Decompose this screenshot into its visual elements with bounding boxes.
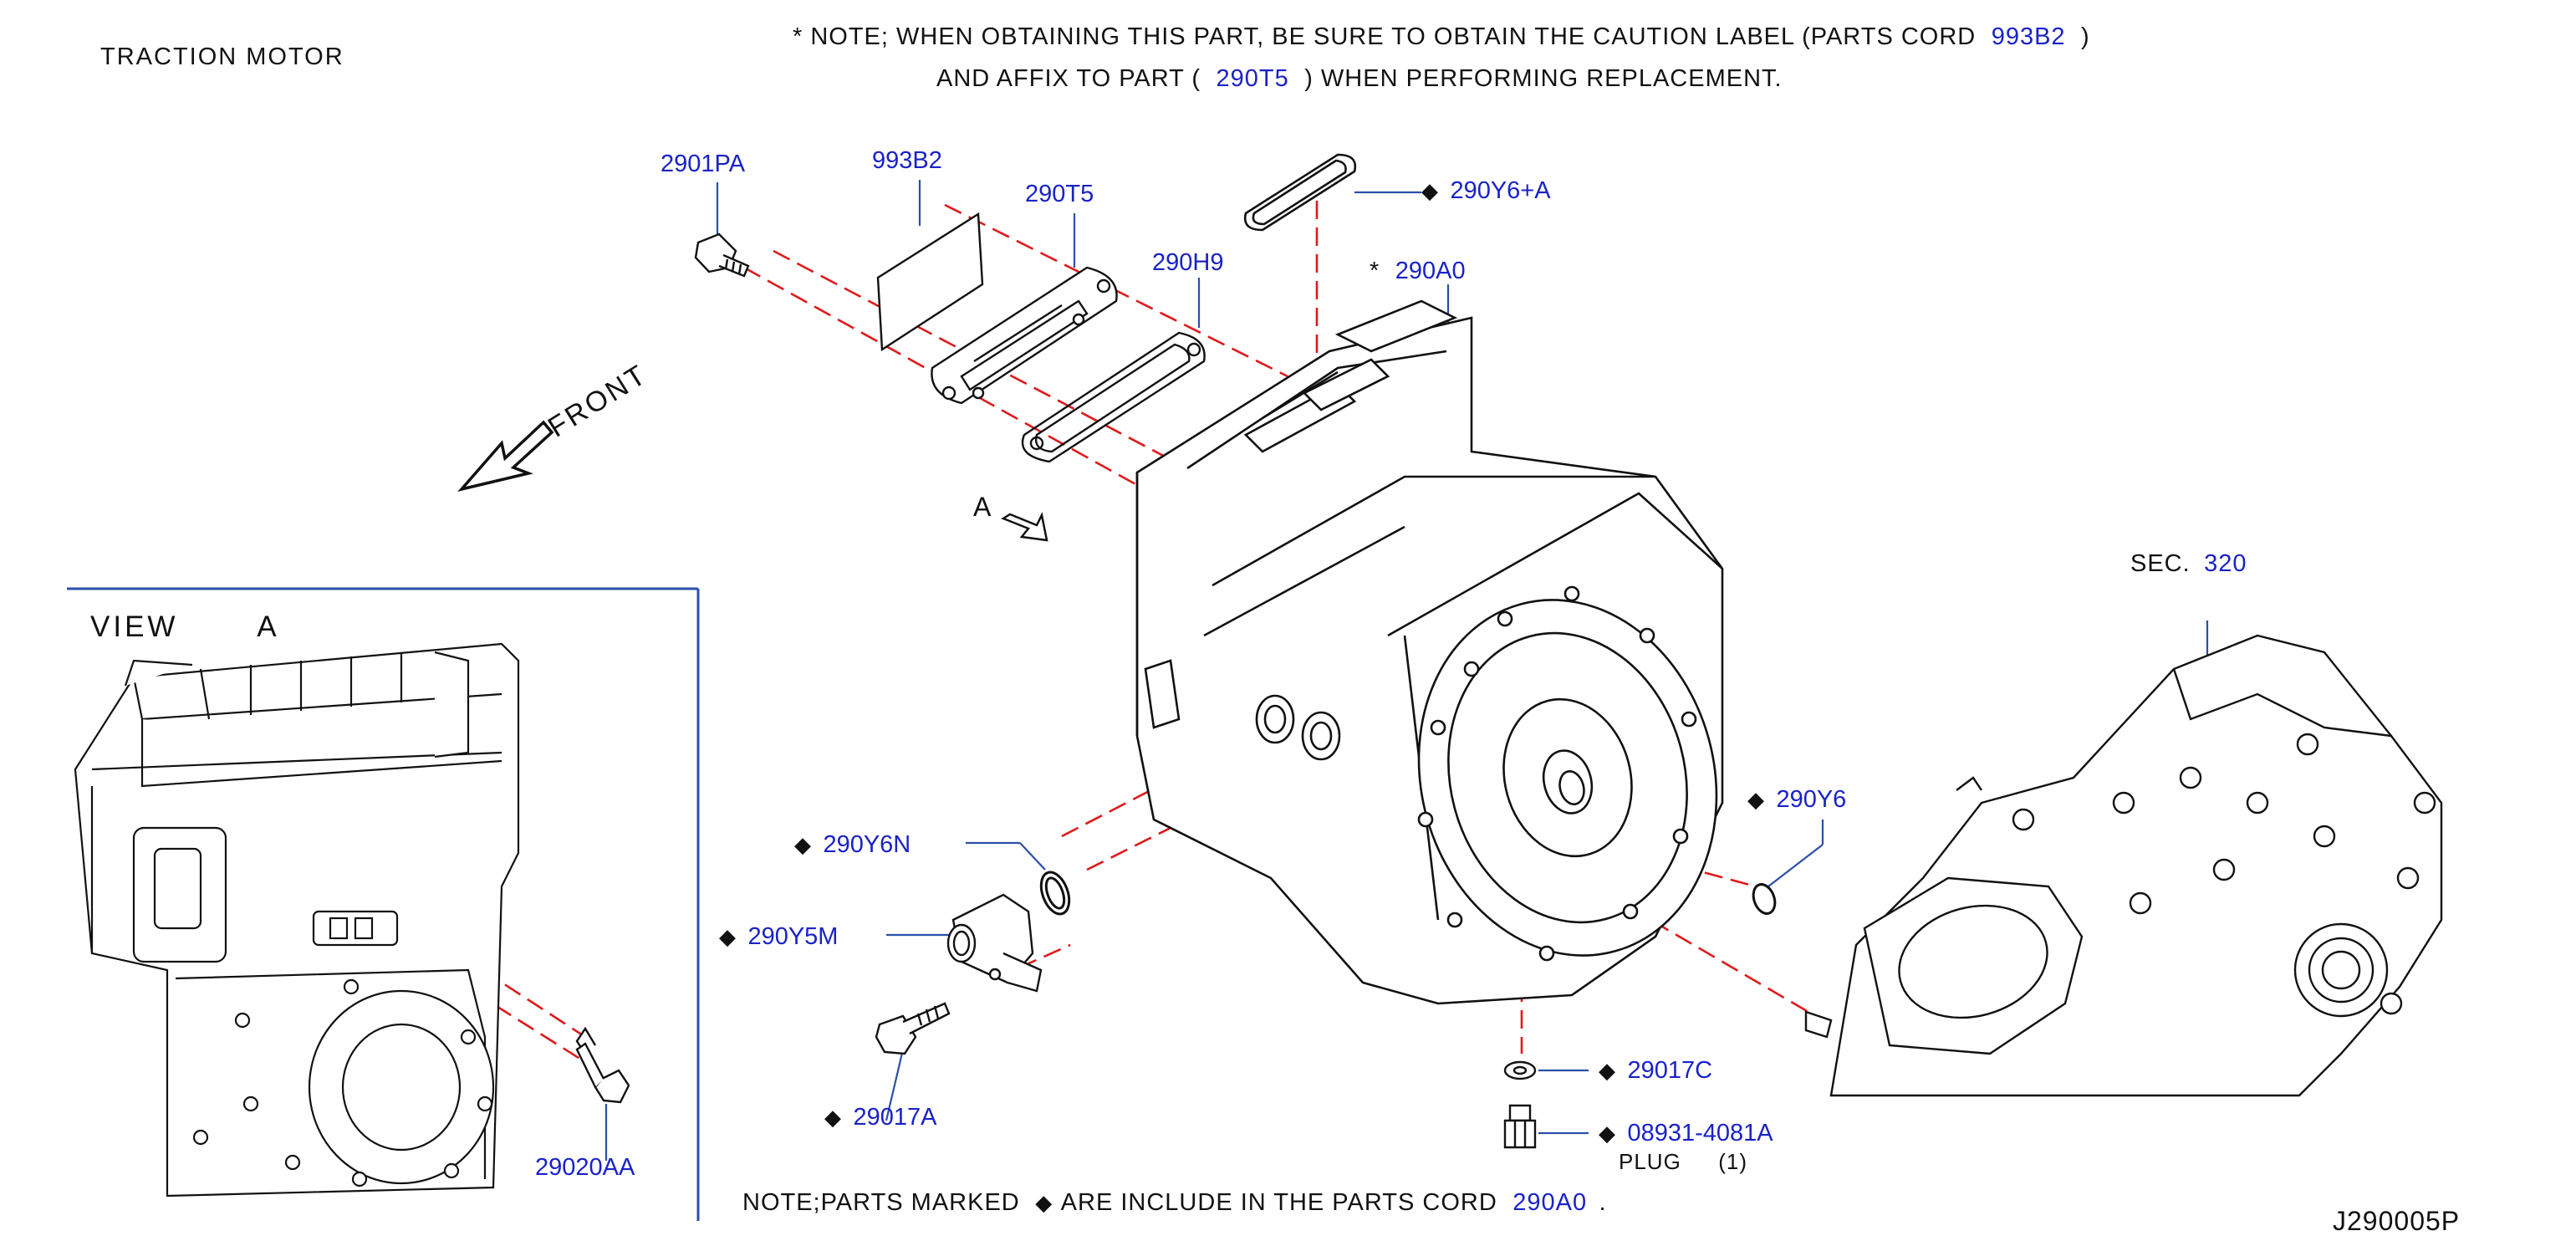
bolt-2901pa-icon — [694, 232, 750, 278]
view-a-motor-drawing — [74, 642, 520, 1198]
diagram-id: J290005P — [2333, 1206, 2461, 1236]
callout-290y6a-row: ◆ 290Y6+A — [1421, 179, 1551, 203]
caution-note-line2-text: AND AFFIX TO PART ( — [936, 65, 1201, 92]
view-a-arrow-icon — [1001, 512, 1048, 542]
view-a-title-word: VIEW — [90, 610, 179, 643]
callout-290y6n[interactable]: 290Y6N — [823, 831, 911, 858]
leader-lines — [604, 180, 2209, 1161]
callout-290t5[interactable]: 290T5 — [1025, 181, 1094, 207]
callout-290y5m[interactable]: 290Y5M — [747, 923, 839, 950]
footer-note-code-290a0[interactable]: 290A0 — [1512, 1189, 1588, 1216]
view-a-marker: A — [973, 492, 992, 522]
gasket-290y6a-icon — [1243, 153, 1357, 232]
bolt-29017a-icon — [875, 1002, 951, 1055]
footer-note-middle: ARE INCLUDE IN THE PARTS CORD — [1060, 1189, 1497, 1216]
caution-note-line2-tail: ) WHEN PERFORMING REPLACEMENT. — [1304, 65, 1783, 92]
cover-290t5-icon — [931, 266, 1118, 405]
plug-qty: (1) — [1718, 1149, 1748, 1174]
plug-08931-4081a-icon — [1503, 1104, 1537, 1149]
caution-label-993b2-icon — [876, 212, 984, 352]
sec-code-320[interactable]: 320 — [2204, 550, 2247, 577]
plug-label: PLUG (1) — [1619, 1151, 1747, 1173]
callout-08931-4081a[interactable]: 08931-4081A — [1627, 1120, 1773, 1147]
view-a-frame — [67, 587, 700, 1221]
view-a-title-letter: A — [257, 610, 280, 643]
caution-note-line1-text: * NOTE; WHEN OBTAINING THIS PART, BE SUR… — [793, 23, 1977, 50]
front-arrow-icon — [457, 420, 554, 492]
callout-29020aa[interactable]: 29020AA — [535, 1154, 635, 1181]
callout-290y6[interactable]: 290Y6 — [1776, 786, 1847, 813]
caution-note-code-290t5[interactable]: 290T5 — [1216, 65, 1289, 92]
caution-note-line2: AND AFFIX TO PART ( 290T5 ) WHEN PERFORM… — [936, 67, 1783, 91]
traction-motor-body — [1135, 299, 1724, 1005]
diamond-icon: ◆ — [1421, 178, 1438, 203]
diamond-icon: ◆ — [1747, 787, 1764, 812]
asterisk-icon: * — [1370, 258, 1380, 284]
footer-note: NOTE;PARTS MARKED ◆ ARE INCLUDE IN THE P… — [742, 1191, 1607, 1215]
callout-290a0-row: * 290A0 — [1370, 259, 1466, 283]
callout-290y6-row: ◆ 290Y6 — [1747, 788, 1846, 812]
footer-note-prefix: NOTE;PARTS MARKED — [742, 1189, 1020, 1216]
callout-29017a-row: ◆ 29017A — [824, 1106, 936, 1130]
caution-note-code-993b2[interactable]: 993B2 — [1991, 23, 2066, 50]
footer-note-period: . — [1599, 1189, 1607, 1216]
diamond-icon: ◆ — [1599, 1121, 1615, 1146]
callout-29017c-row: ◆ 29017C — [1599, 1059, 1712, 1083]
o-ring-290y6-icon — [1752, 883, 1777, 915]
caution-note-line1-close: ) — [2081, 23, 2090, 50]
sec-320-ref: SEC. 320 — [2130, 552, 2247, 576]
page-title: TRACTION MOTOR — [100, 43, 344, 70]
callout-993b2[interactable]: 993B2 — [872, 147, 942, 174]
callout-290h9[interactable]: 290H9 — [1152, 249, 1224, 276]
callout-2901pa[interactable]: 2901PA — [661, 151, 746, 177]
gasket-290h9-icon — [1021, 331, 1206, 463]
callout-290y5m-row: ◆ 290Y5M — [719, 925, 838, 949]
caution-note: * NOTE; WHEN OBTAINING THIS PART, BE SUR… — [793, 25, 2090, 49]
callout-290y6n-row: ◆ 290Y6N — [794, 833, 911, 857]
plug-text: PLUG — [1619, 1149, 1681, 1174]
view-a-title: VIEW A — [90, 610, 280, 644]
sec-prefix: SEC. — [2130, 550, 2191, 577]
diamond-icon: ◆ — [1035, 1190, 1053, 1215]
callout-29017c[interactable]: 29017C — [1627, 1057, 1713, 1084]
diamond-icon: ◆ — [1599, 1058, 1615, 1083]
diamond-icon: ◆ — [719, 924, 736, 949]
o-ring-290y6n-icon — [1039, 871, 1071, 916]
diamond-icon: ◆ — [794, 832, 811, 857]
bolt-29020aa-icon — [575, 1026, 630, 1104]
callout-290a0[interactable]: 290A0 — [1395, 258, 1466, 284]
diamond-icon: ◆ — [824, 1105, 841, 1130]
callout-29017a[interactable]: 29017A — [853, 1104, 937, 1131]
washer-29017c-icon — [1503, 1060, 1537, 1080]
callout-08931-4081a-row: ◆ 08931-4081A — [1599, 1121, 1773, 1146]
sec-320-transmission-housing — [1804, 634, 2443, 1097]
callout-290y6a[interactable]: 290Y6+A — [1450, 177, 1551, 204]
fitting-290y5m-icon — [946, 893, 1043, 993]
